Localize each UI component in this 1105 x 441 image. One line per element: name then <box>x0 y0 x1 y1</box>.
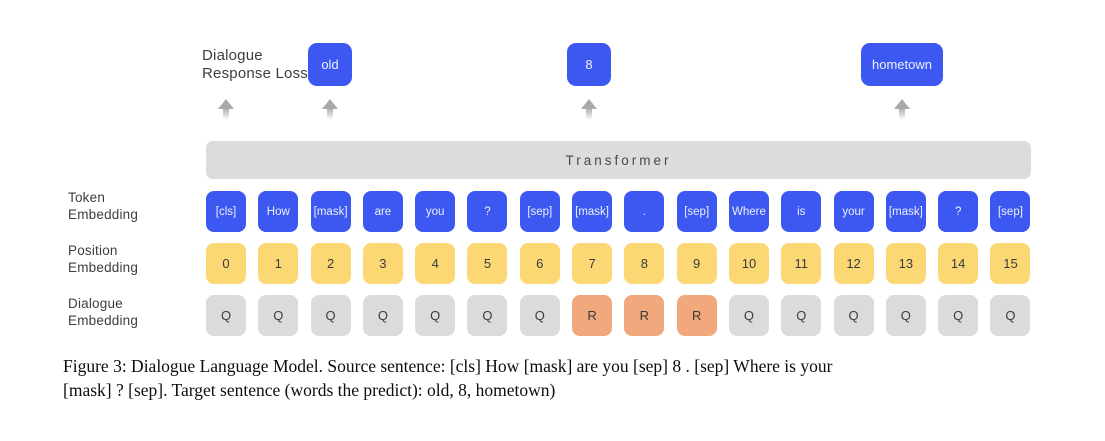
token-box: [sep] <box>990 191 1031 232</box>
up-arrow-icon <box>322 99 338 120</box>
position-box: 15 <box>990 243 1031 284</box>
position-box: 11 <box>781 243 822 284</box>
loss-label-line1: Dialogue <box>202 47 263 64</box>
token-box: [mask] <box>885 191 926 232</box>
dialogue-embedding-label-line1: Dialogue <box>68 296 123 311</box>
position-box: 4 <box>415 243 456 284</box>
position-embedding-row: 0 1 2 3 4 5 6 7 8 9 10 11 12 13 14 15 <box>206 243 1031 284</box>
token-box: Where <box>728 191 769 232</box>
dialogue-box: Q <box>938 295 979 336</box>
dialogue-box: R <box>624 295 665 336</box>
token-box: your <box>833 191 874 232</box>
position-box: 2 <box>310 243 351 284</box>
position-box: 1 <box>258 243 299 284</box>
dialogue-box: Q <box>206 295 246 336</box>
position-box: 14 <box>938 243 979 284</box>
position-box: 9 <box>676 243 717 284</box>
dialogue-box: Q <box>885 295 926 336</box>
prediction-box-8: 8 <box>567 43 611 86</box>
position-box: 3 <box>362 243 403 284</box>
position-box: 6 <box>519 243 560 284</box>
token-box: . <box>624 191 665 232</box>
dialogue-response-loss-label: Dialogue Response Loss <box>202 47 308 82</box>
caption-line2: [mask] ? [sep]. Target sentence (words t… <box>63 379 556 400</box>
token-box: [mask] <box>310 191 351 232</box>
token-box: [sep] <box>519 191 560 232</box>
dialogue-box: R <box>572 295 613 336</box>
position-box: 10 <box>728 243 769 284</box>
dialogue-box: Q <box>833 295 874 336</box>
position-embedding-label-line2: Embedding <box>68 259 139 275</box>
token-box: are <box>362 191 403 232</box>
up-arrow-icon <box>218 99 234 120</box>
prediction-box-hometown: hometown <box>861 43 943 86</box>
token-box: How <box>258 191 299 232</box>
position-box: 13 <box>885 243 926 284</box>
position-box: 0 <box>206 243 246 284</box>
position-box: 12 <box>833 243 874 284</box>
dialogue-box: Q <box>728 295 769 336</box>
dialogue-box: R <box>676 295 717 336</box>
position-box: 5 <box>467 243 508 284</box>
token-embedding-label-line1: Token <box>68 190 106 205</box>
position-embedding-label: Position Embedding <box>68 243 138 276</box>
transformer-block: Transformer <box>206 141 1031 179</box>
caption-line1: Figure 3: Dialogue Language Model. Sourc… <box>63 356 833 376</box>
dialogue-box: Q <box>258 295 299 336</box>
loss-label-line2: Response Loss <box>202 64 308 82</box>
dialogue-box: Q <box>519 295 560 336</box>
token-box: [sep] <box>676 191 717 232</box>
dialogue-embedding-row: Q Q Q Q Q Q Q R R R Q Q Q Q Q Q <box>206 295 1031 336</box>
up-arrow-icon <box>894 99 910 120</box>
position-box: 8 <box>624 243 665 284</box>
up-arrow-icon <box>581 99 597 120</box>
token-box: [cls] <box>206 191 246 232</box>
dialogue-box: Q <box>781 295 822 336</box>
dialogue-box: Q <box>415 295 456 336</box>
token-box: you <box>415 191 456 232</box>
dialogue-embedding-label-line2: Embedding <box>68 312 139 328</box>
token-embedding-row: [cls] How [mask] are you ? [sep] [mask] … <box>206 191 1031 232</box>
dialogue-box: Q <box>362 295 403 336</box>
dialogue-box: Q <box>990 295 1031 336</box>
token-embedding-label: Token Embedding <box>68 190 138 223</box>
position-box: 7 <box>572 243 613 284</box>
token-box: [mask] <box>572 191 613 232</box>
prediction-box-old: old <box>308 43 352 86</box>
token-box: ? <box>938 191 979 232</box>
dialogue-box: Q <box>467 295 508 336</box>
dialogue-embedding-label: Dialogue Embedding <box>68 296 138 329</box>
dialogue-box: Q <box>310 295 351 336</box>
token-embedding-label-line2: Embedding <box>68 206 139 222</box>
figure-caption: Figure 3: Dialogue Language Model. Sourc… <box>63 355 832 402</box>
position-embedding-label-line1: Position <box>68 243 118 258</box>
token-box: is <box>781 191 822 232</box>
token-box: ? <box>467 191 508 232</box>
